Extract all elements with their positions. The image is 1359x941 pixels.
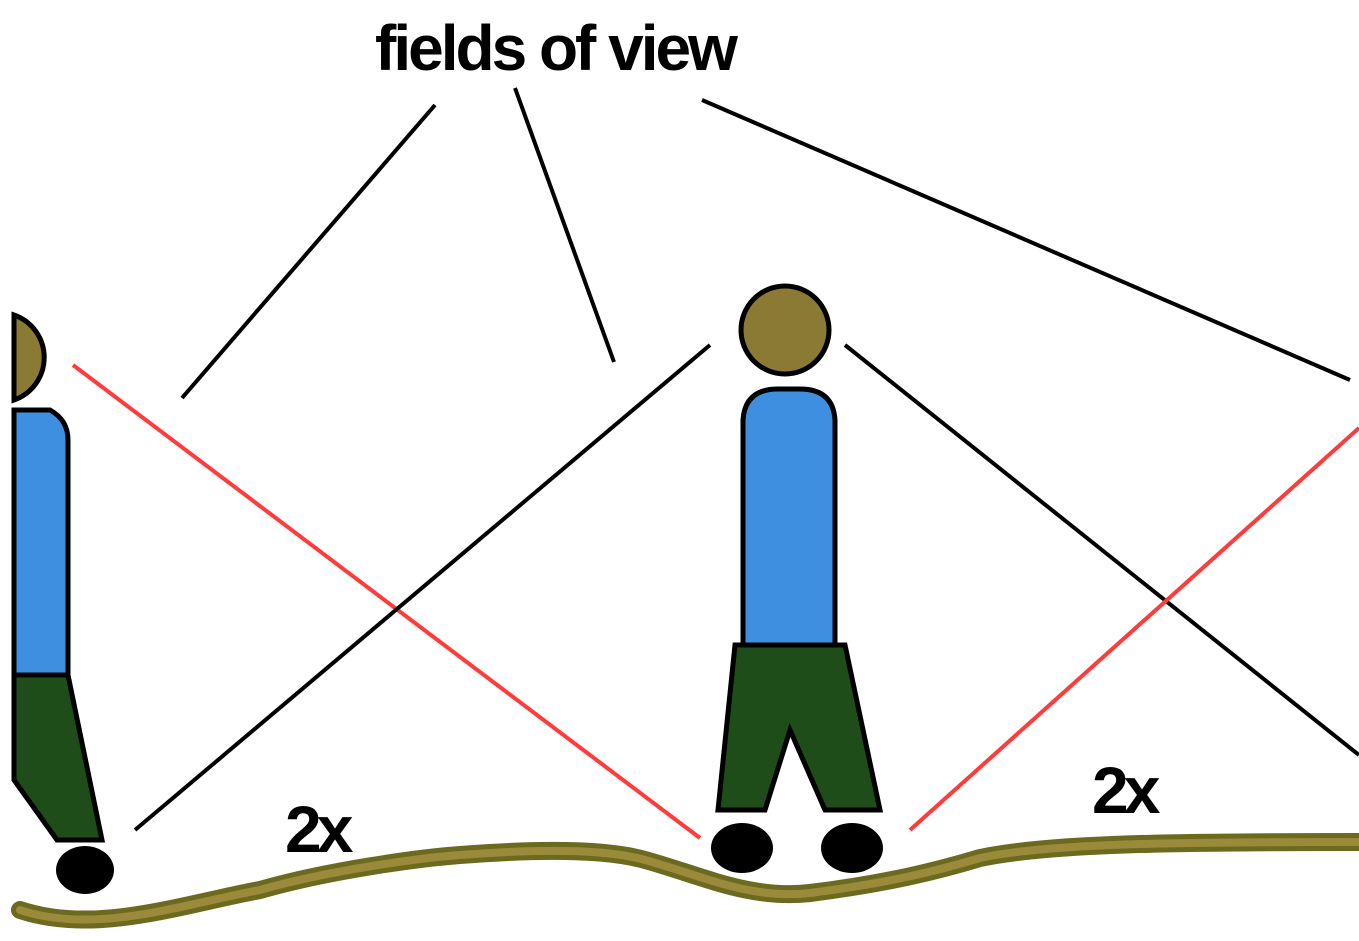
left-person-foot <box>56 846 114 894</box>
ground-line-inner <box>16 838 1359 924</box>
middle-person-legs <box>715 642 884 813</box>
middle-person-torso <box>740 386 838 648</box>
left-person-torso <box>11 407 71 678</box>
callout-line-left <box>180 103 437 400</box>
left-person-head <box>11 311 47 404</box>
middle-person-right-foot <box>821 823 883 873</box>
left-person-legs <box>11 672 106 843</box>
fov-line-left-ground <box>133 343 712 832</box>
callout-line-right <box>701 98 1351 382</box>
fov-line-right-ground <box>908 426 1359 832</box>
ground-line <box>11 833 1359 929</box>
left-gap-label: 2x <box>285 792 354 866</box>
middle-person-left-foot <box>711 823 773 873</box>
fov-line-left-person <box>71 363 702 840</box>
diagram-title: fields of view <box>375 12 738 84</box>
callout-line-middle <box>513 87 616 363</box>
fov-line-right-person <box>843 343 1359 757</box>
middle-person-head <box>738 283 832 377</box>
right-gap-label: 2x <box>1092 753 1161 827</box>
